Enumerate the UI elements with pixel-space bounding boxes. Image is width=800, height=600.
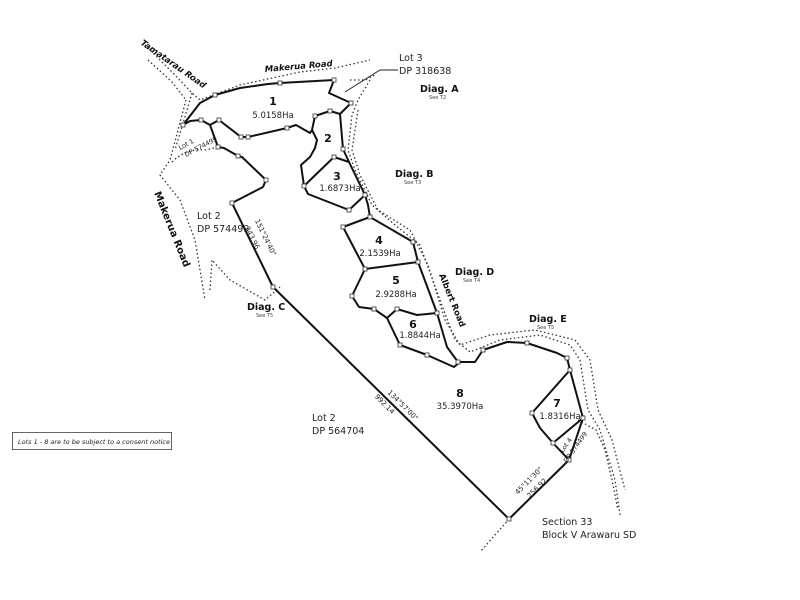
bearing-45: 45°11'30"256.92: [514, 466, 549, 500]
svg-text:8: 8: [456, 387, 464, 400]
survey-pegs: [180, 77, 586, 522]
svg-text:See T5: See T5: [537, 325, 554, 331]
adjacent-lot2-dp564704: Lot 2 DP 564704: [312, 413, 364, 437]
lot-8-label: 8 35.3970Ha: [437, 387, 484, 412]
svg-text:DP 574499: DP 574499: [197, 224, 249, 235]
svg-text:See T5: See T5: [256, 313, 273, 319]
svg-text:5.0158Ha: 5.0158Ha: [252, 111, 293, 121]
svg-text:Lot 2: Lot 2: [197, 211, 221, 222]
lot-2-label: 2: [324, 132, 332, 145]
adjacent-section33: Section 33 Block V Arawaru SD: [542, 517, 636, 541]
svg-text:See T2: See T2: [429, 95, 446, 101]
svg-text:1.8316Ha: 1.8316Ha: [539, 412, 580, 422]
svg-text:Section 33: Section 33: [542, 517, 592, 528]
svg-text:1.8844Ha: 1.8844Ha: [399, 331, 440, 341]
svg-text:Diag. A: Diag. A: [420, 84, 459, 95]
svg-text:Lot 2: Lot 2: [312, 413, 336, 424]
svg-text:Lot 3: Lot 3: [399, 53, 423, 64]
adjacent-lot4-dp574499: Lot 4DP 574499: [558, 430, 589, 464]
svg-text:2.1539Ha: 2.1539Ha: [359, 249, 400, 259]
lot-1-label: 1 5.0158Ha: [252, 95, 293, 121]
svg-text:35.3970Ha: 35.3970Ha: [437, 402, 484, 412]
svg-text:DP 564704: DP 564704: [312, 426, 364, 437]
lot-4-label: 4 2.1539Ha: [359, 234, 400, 259]
svg-text:7: 7: [553, 397, 561, 410]
svg-text:5: 5: [392, 274, 400, 287]
svg-text:1.6873Ha: 1.6873Ha: [319, 184, 360, 194]
svg-text:Diag. C: Diag. C: [247, 302, 285, 313]
lot-3-label: 31.6873Ha: [319, 170, 360, 194]
svg-text:Diag. E: Diag. E: [529, 314, 567, 325]
svg-text:See T3: See T3: [404, 180, 421, 186]
svg-text:6: 6: [409, 318, 417, 331]
svg-text:Block V Arawaru SD: Block V Arawaru SD: [542, 530, 636, 541]
consent-notice: Lots 1 - 8 are to be subject to a consen…: [12, 432, 172, 450]
svg-text:4: 4: [375, 234, 383, 247]
road-label-tamatarau: Tamatarau Road: [138, 38, 208, 91]
svg-text:2.9288Ha: 2.9288Ha: [375, 290, 416, 300]
svg-text:1: 1: [269, 95, 277, 108]
svg-text:See T4: See T4: [463, 278, 480, 284]
svg-text:DP 318638: DP 318638: [399, 66, 451, 77]
lot-5-label: 5 2.9288Ha: [375, 274, 416, 300]
adjacent-lot2-dp574499: Lot 2 DP 574499: [197, 211, 249, 235]
lot-6-label: 61.8844Ha: [399, 318, 440, 341]
svg-text:3: 3: [333, 170, 341, 183]
road-label-makerua-left: Makerua Road: [151, 190, 191, 269]
adjacent-lot3-dp318638: Lot 3 DP 318638: [399, 53, 451, 77]
road-boundaries: [144, 44, 626, 553]
svg-text:2: 2: [324, 132, 332, 145]
svg-text:Diag. B: Diag. B: [395, 169, 434, 180]
lot-7-label: 7 1.8316Ha: [539, 397, 580, 422]
svg-text:Diag. D: Diag. D: [455, 267, 494, 278]
